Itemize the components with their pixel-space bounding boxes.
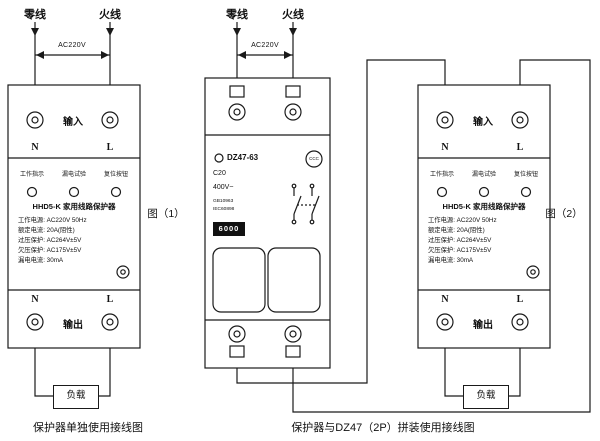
breaker-voltage-label: 400V~ — [213, 184, 234, 191]
breaker-brand-icon — [214, 153, 224, 163]
right-device-title: HHD5-K 家用线路保护器 — [442, 202, 526, 211]
ccc-mark-icon — [305, 150, 323, 168]
left-live-label: 火线 — [99, 9, 121, 21]
breaker-output-terminal-l — [284, 325, 302, 343]
left-output-n-label: N — [31, 294, 39, 305]
right-protector-outline — [417, 84, 551, 349]
right-input-terminal-l — [511, 111, 529, 129]
left-load-wire-n — [34, 348, 53, 397]
left-spec-leakage: 漏电电流: 30mA — [18, 257, 64, 264]
left-load-box: 负载 — [53, 385, 99, 409]
middle-live-label: 火线 — [282, 9, 304, 21]
left-device-title: HHD5-K 家用线路保护器 — [32, 202, 116, 211]
middle-live-arrow-icon — [289, 28, 297, 36]
right-output-n-label: N — [441, 294, 449, 305]
left-voltage-label: AC220V — [58, 42, 86, 49]
breaker-input-terminal-l — [284, 103, 302, 121]
left-protector-outline — [7, 84, 141, 349]
left-reset-button-label: 复位按钮 — [103, 172, 128, 178]
breaker-model-label: DZ47-63 — [227, 153, 259, 162]
left-input-label: 输入 — [63, 117, 83, 128]
right-input-terminal-n — [436, 111, 454, 129]
breaker-bottom-cage-l — [285, 345, 301, 358]
figure-2-label: 图（2） — [545, 208, 583, 220]
middle-neutral-arrow-icon — [233, 28, 241, 36]
figure-1-label: 图（1） — [147, 208, 185, 220]
right-work-indicator-label: 工作指示 — [429, 172, 454, 178]
breaker-input-terminal-n — [228, 103, 246, 121]
right-output-terminal-l — [511, 313, 529, 331]
right-reset-button-label: 复位按钮 — [513, 172, 538, 178]
right-load-box: 负载 — [463, 385, 509, 409]
breaker-switch-symbol — [291, 183, 320, 225]
left-output-terminal-n — [26, 313, 44, 331]
right-spec-undervoltage: 欠压保护: AC175V±5V — [428, 247, 492, 254]
right-output-l-label: L — [516, 294, 524, 305]
breaker-to-protector-wire-l — [292, 59, 591, 413]
right-caption: 保护器与DZ47（2P）拼装使用接线图 — [291, 422, 475, 434]
breaker-output-terminal-n — [228, 325, 246, 343]
middle-neutral-label: 零线 — [226, 9, 248, 21]
left-leakage-test-label: 漏电试验 — [61, 172, 86, 178]
right-output-label: 输出 — [473, 320, 493, 331]
right-input-label: 输入 — [473, 117, 493, 128]
right-input-l-label: L — [516, 142, 524, 153]
breaker-window-left — [212, 247, 266, 313]
breaker-rating-label: C20 — [213, 170, 226, 177]
middle-voltage-arrow-right-icon — [284, 51, 292, 59]
left-device-specs: 工作电源: AC220V 50Hz 额定电流: 20A(阻性) 过压保护: AC… — [18, 216, 133, 266]
breaker-top-cage-l — [285, 85, 301, 98]
left-output-label: 输出 — [63, 320, 83, 331]
right-spec-current: 额定电流: 20A(阻性) — [428, 227, 485, 234]
left-voltage-arrow-left-icon — [36, 51, 44, 59]
left-input-terminal-l — [101, 111, 119, 129]
breaker-outline — [204, 77, 331, 369]
left-spec-current: 额定电流: 20A(阻性) — [18, 227, 75, 234]
breaker-standard-1: GB10963 — [213, 199, 234, 204]
breaker-window-right — [267, 247, 321, 313]
right-work-indicator-lamp — [436, 186, 448, 198]
left-output-l-label: L — [106, 294, 114, 305]
right-spec-power: 工作电源: AC220V 50Hz — [428, 217, 497, 224]
right-load-wire-l — [507, 348, 521, 397]
breaker-standard-2: IEC60898 — [213, 207, 235, 212]
left-neutral-arrow-icon — [31, 28, 39, 36]
right-device-specs: 工作电源: AC220V 50Hz 额定电流: 20A(阻性) 过压保护: AC… — [428, 216, 543, 266]
left-input-terminal-n — [26, 111, 44, 129]
left-leakage-test-button — [68, 186, 80, 198]
right-leakage-test-label: 漏电试验 — [471, 172, 496, 178]
right-spec-overvoltage: 过压保护: AC264V±5V — [428, 237, 492, 244]
left-voltage-arrow-right-icon — [101, 51, 109, 59]
middle-voltage-arrow-left-icon — [238, 51, 246, 59]
middle-voltage-label: AC220V — [251, 42, 279, 49]
right-output-terminal-n — [436, 313, 454, 331]
left-load-wire-l — [97, 348, 111, 397]
left-spec-undervoltage: 欠压保护: AC175V±5V — [18, 247, 82, 254]
left-spec-power: 工作电源: AC220V 50Hz — [18, 217, 87, 224]
right-brand-logo-icon — [526, 265, 540, 279]
left-input-n-label: N — [31, 142, 39, 153]
ccc-mark-label: CCC — [309, 156, 319, 161]
breaker-to-protector-wire-n — [236, 59, 446, 384]
right-input-n-label: N — [441, 142, 449, 153]
left-output-terminal-l — [101, 313, 119, 331]
left-caption: 保护器单独使用接线图 — [33, 422, 143, 434]
left-work-indicator-lamp — [26, 186, 38, 198]
right-leakage-test-button — [478, 186, 490, 198]
left-reset-button — [110, 186, 122, 198]
left-neutral-label: 零线 — [24, 9, 46, 21]
left-live-arrow-icon — [106, 28, 114, 36]
right-load-wire-n — [444, 348, 463, 397]
left-spec-overvoltage: 过压保护: AC264V±5V — [18, 237, 82, 244]
breaker-bottom-cage-n — [229, 345, 245, 358]
left-work-indicator-label: 工作指示 — [19, 172, 44, 178]
right-spec-leakage: 漏电电流: 30mA — [428, 257, 474, 264]
breaker-top-cage-n — [229, 85, 245, 98]
left-input-l-label: L — [106, 142, 114, 153]
right-reset-button — [520, 186, 532, 198]
left-brand-logo-icon — [116, 265, 130, 279]
breaker-capacity-badge: 6000 — [213, 222, 245, 236]
